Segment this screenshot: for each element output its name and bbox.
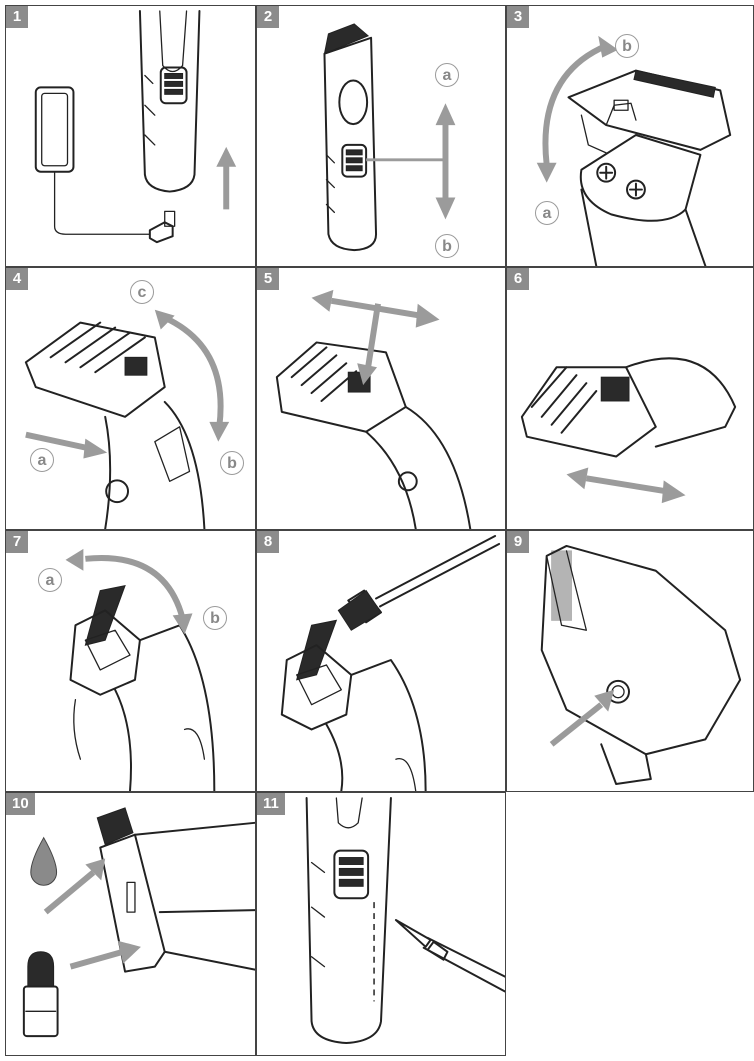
comb-slide-illustration (507, 268, 753, 529)
step-1-panel: 1 (5, 5, 256, 267)
cleaning-brush (338, 536, 499, 630)
arrow-to-side (70, 941, 140, 967)
step-11-panel: 11 (256, 792, 506, 1056)
label-b: b (203, 606, 227, 630)
battery-removal-illustration (257, 793, 505, 1055)
step-4-panel: 4 c a b (5, 267, 256, 530)
trimmer-body (307, 798, 391, 1043)
power-adapter (36, 87, 175, 242)
step-number: 11 (257, 793, 285, 815)
press-arrow (357, 304, 378, 385)
oil-bottle-icon (24, 952, 58, 1036)
step-number: 2 (257, 6, 279, 28)
comb-attachment (569, 71, 731, 153)
step-6-panel: 6 (506, 267, 754, 530)
step-5-panel: 5 (256, 267, 506, 530)
comb-attachment (26, 323, 165, 417)
label-a: a (38, 568, 62, 592)
label-a: a (435, 63, 459, 87)
step-number: 3 (507, 6, 529, 28)
oiling-illustration (6, 793, 255, 1055)
trimmer-body (366, 407, 470, 529)
screwdriver-tool (396, 920, 505, 991)
label-b: b (435, 234, 459, 258)
label-c: c (130, 280, 154, 304)
step-number: 6 (507, 268, 529, 290)
trimmer-body (326, 660, 425, 791)
trimmer-body (115, 625, 214, 791)
comb-adjust-illustration (257, 268, 505, 529)
step-2-panel: 2 a b (256, 5, 506, 267)
label-a: a (535, 201, 559, 225)
step-number: 5 (257, 268, 279, 290)
comb-attachment (522, 358, 735, 456)
trimmer-head (542, 546, 740, 784)
step-10-panel: 10 (5, 792, 256, 1056)
step-8-panel: 8 (256, 530, 506, 792)
trimmer-body (324, 24, 376, 250)
label-b: b (220, 451, 244, 475)
oil-point-illustration (507, 531, 753, 791)
step-9-panel: 9 (506, 530, 754, 792)
step-number: 8 (257, 531, 279, 553)
trimmer-body (105, 402, 204, 529)
step-number: 9 (507, 531, 529, 553)
curved-arrow (155, 310, 229, 442)
comb-attachment (277, 342, 406, 431)
empty-cell (506, 792, 754, 1056)
label-b: b (615, 34, 639, 58)
comb-remove-illustration (6, 268, 255, 529)
switch-illustration (257, 6, 505, 266)
curved-arrow (537, 36, 618, 183)
oil-drop-icon (31, 838, 57, 886)
blade-head (70, 586, 139, 760)
horizontal-arrow (567, 467, 686, 503)
trimmer-body (140, 11, 200, 192)
step-number: 1 (6, 6, 28, 28)
charging-illustration (6, 6, 255, 266)
step-number: 10 (6, 793, 35, 815)
step-3-panel: 3 b a (506, 5, 754, 267)
up-arrow (216, 147, 236, 209)
step-number: 4 (6, 268, 28, 290)
step-number: 7 (6, 531, 28, 553)
step-7-panel: 7 a b (5, 530, 256, 792)
label-a: a (30, 448, 54, 472)
blade-head (282, 620, 351, 729)
trimmer-head (581, 135, 706, 266)
brush-clean-illustration (257, 531, 505, 791)
